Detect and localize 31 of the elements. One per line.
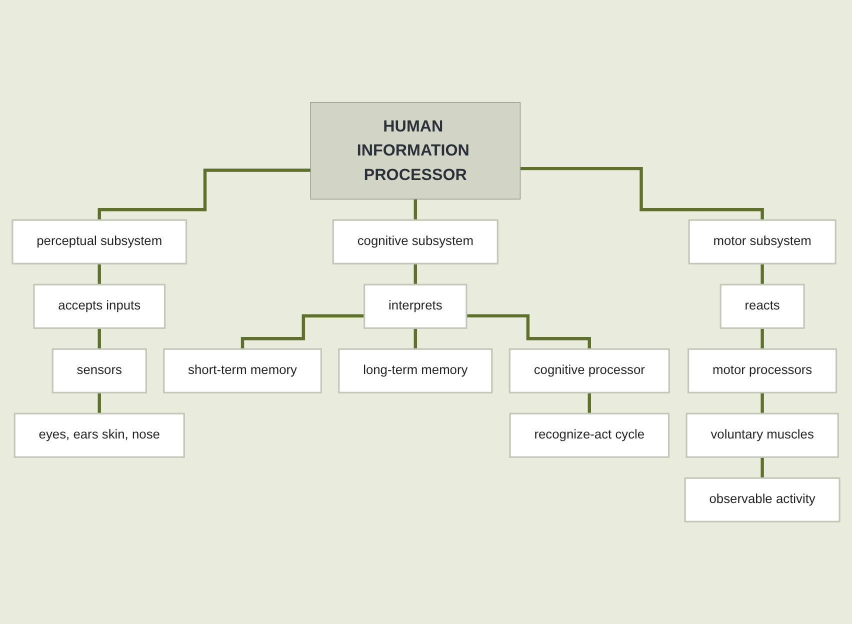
node-box: HUMAN INFORMATION PROCESSOR: [310, 102, 521, 200]
node-box: sensors: [52, 348, 147, 394]
connector: [98, 168, 311, 222]
node-box: reacts: [720, 284, 805, 329]
node-box: cognitive processor: [508, 348, 670, 394]
connector: [98, 391, 101, 416]
node-box: eyes, ears skin, nose: [14, 412, 185, 458]
node-box: motor processors: [688, 348, 838, 394]
node-box: perceptual subsystem: [12, 219, 188, 264]
connector: [760, 262, 764, 286]
node-box: cognitive subsystem: [332, 219, 498, 264]
node-box: observable activity: [684, 477, 840, 522]
node-box: long-term memory: [338, 348, 493, 394]
connector: [414, 262, 418, 286]
node-box: motor subsystem: [688, 219, 836, 264]
connector: [760, 456, 764, 480]
connector: [466, 314, 591, 351]
connector: [760, 326, 764, 351]
connector: [98, 262, 101, 286]
node-box: recognize-act cycle: [509, 412, 670, 458]
connector: [414, 198, 418, 222]
connector: [414, 326, 418, 351]
connector: [98, 326, 101, 351]
connector: [760, 391, 764, 416]
node-box: voluntary muscles: [686, 412, 839, 458]
connector: [588, 391, 591, 416]
node-box: interprets: [364, 284, 468, 329]
node-box: short-term memory: [163, 348, 322, 394]
connector: [520, 166, 764, 222]
connector: [240, 314, 364, 351]
node-box: accepts inputs: [33, 284, 166, 329]
